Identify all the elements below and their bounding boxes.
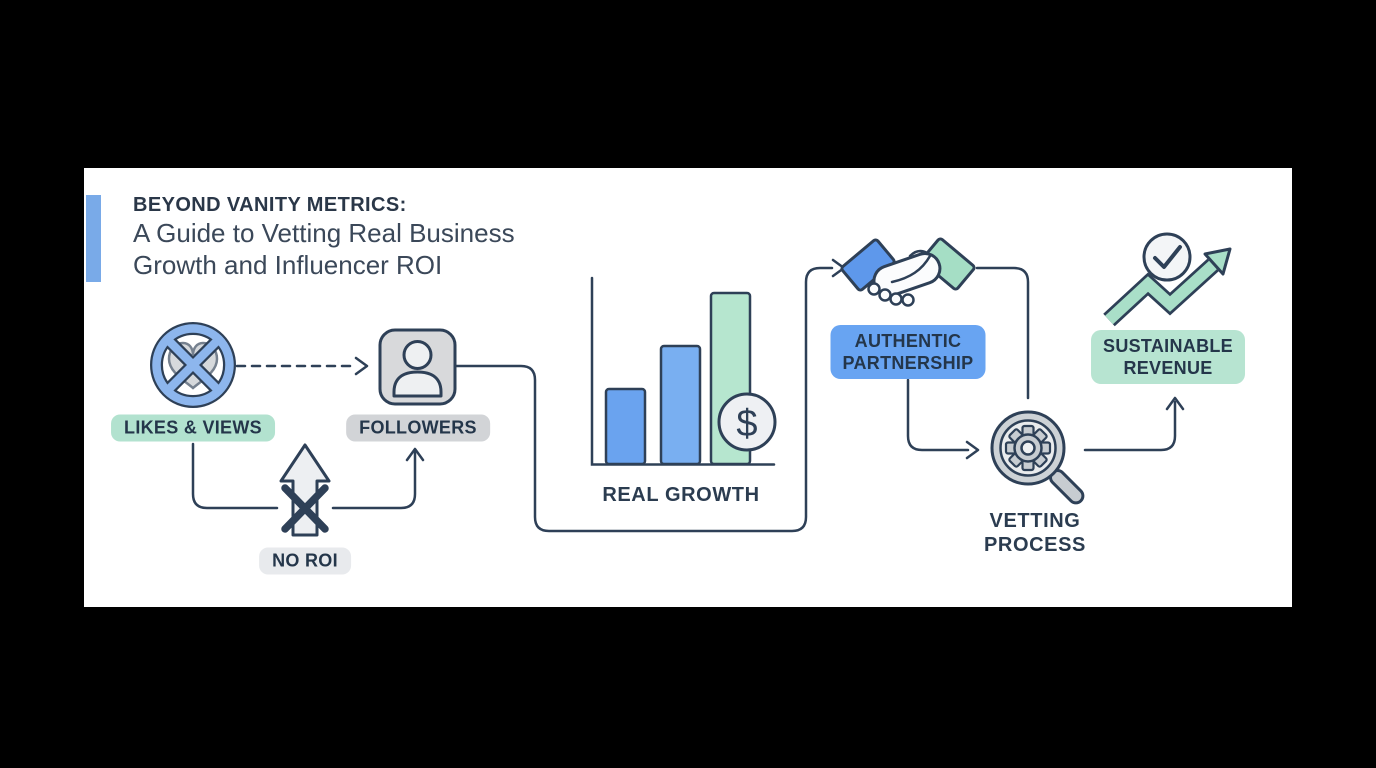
sustainable-revenue-line-2: REVENUE <box>1123 358 1213 378</box>
bar-chart-icon: $ <box>590 276 777 466</box>
follower-avatar-icon <box>378 328 457 406</box>
chart-axis <box>590 276 776 466</box>
handshake-down-connector <box>975 266 1030 400</box>
accent-bar <box>86 195 101 282</box>
loop-connector <box>191 442 425 510</box>
authentic-partnership-line-1: AUTHENTIC <box>854 331 962 351</box>
sustainable-revenue-chip: SUSTAINABLE REVENUE <box>1091 330 1245 384</box>
authentic-partnership-line-2: PARTNERSHIP <box>842 353 974 373</box>
dollar-sign: $ <box>736 403 757 445</box>
real-growth-label: REAL GROWTH <box>602 484 760 506</box>
bar-1 <box>604 387 647 466</box>
title-line-2: Growth and Influencer ROI <box>133 250 443 280</box>
dashed-arrow <box>235 356 369 376</box>
no-roi-arrow-icon <box>279 443 331 537</box>
vetting-process-label: VETTING PROCESS <box>984 509 1086 557</box>
authentic-partnership-chip: AUTHENTIC PARTNERSHIP <box>830 325 986 379</box>
partnership-vetting-connector <box>906 378 980 460</box>
dollar-coin-icon: $ <box>717 392 777 452</box>
eyebrow-title: BEYOND VANITY METRICS: <box>133 194 407 216</box>
no-roi-chip: NO ROI <box>259 547 351 575</box>
handshake-icon <box>840 237 976 307</box>
vetting-process-line-1: VETTING <box>989 510 1081 532</box>
followers-chip: FOLLOWERS <box>346 414 490 442</box>
title-block: BEYOND VANITY METRICS: A Guide to Vettin… <box>133 194 515 281</box>
vetting-magnifier-gear-icon <box>990 410 1085 505</box>
check-circle-icon <box>1142 232 1192 282</box>
bar-2 <box>659 344 702 466</box>
title-line-1: A Guide to Vetting Real Business <box>133 218 515 248</box>
infographic-card: BEYOND VANITY METRICS: A Guide to Vettin… <box>84 168 1292 607</box>
no-engagement-heart-icon <box>150 322 236 408</box>
likes-views-chip: LIKES & VIEWS <box>111 414 275 442</box>
vetting-revenue-connector <box>1083 396 1185 452</box>
vetting-process-line-2: PROCESS <box>983 534 1087 556</box>
sustainable-revenue-line-1: SUSTAINABLE <box>1103 336 1233 356</box>
diagram-svg: $ <box>150 232 1232 537</box>
growth-arrow-check-icon <box>1103 232 1232 327</box>
